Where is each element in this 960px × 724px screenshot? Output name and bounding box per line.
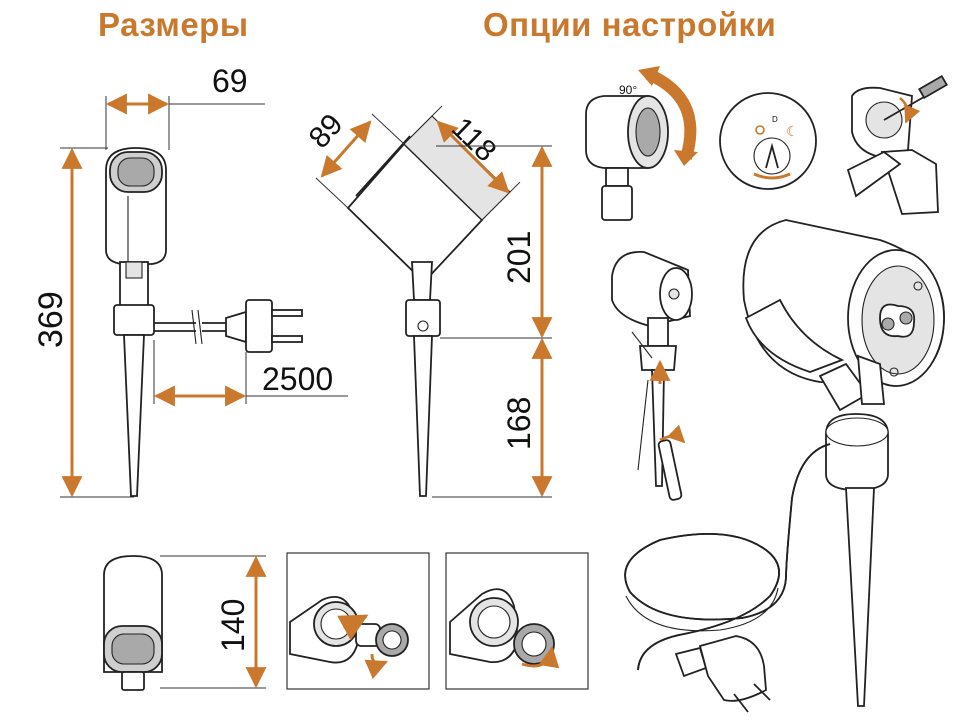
tilt-90-illustration: 90°: [585, 66, 698, 221]
dimensions-heading: Размеры: [98, 6, 249, 43]
dim-housing-label: 140: [215, 599, 251, 652]
options-heading: Опции настройки: [483, 6, 777, 43]
adjust-arrow-icon: [899, 97, 921, 124]
dim-width-label: 69: [212, 63, 248, 99]
side-view-drawing: 89 118 201 168: [303, 105, 553, 498]
dim-cable-label: 2500: [262, 361, 333, 397]
sun-icon: [755, 125, 765, 135]
dim-arrow-head-length: [436, 120, 510, 194]
dim-upper-height-label: 201: [501, 231, 537, 284]
screwdriver-adjust-illustration: [846, 74, 948, 215]
ring-rotate-panel: [445, 552, 589, 690]
rotation-angle-label: 90°: [619, 83, 637, 97]
dim-head-side-label: 89: [303, 108, 350, 155]
lens-arrow-icon: [337, 614, 369, 641]
assembly-step-illustration: [611, 251, 693, 501]
housing-drawing: 140: [103, 555, 267, 691]
dim-arrow-head-side: [320, 120, 372, 178]
moon-icon: ☾: [786, 124, 799, 140]
rotate-arrow-icon: [364, 653, 388, 680]
lamp-3d-illustration: [624, 219, 945, 713]
ring-rotate-arrow-icon: [521, 645, 560, 669]
tilt-arrow-icon: [645, 68, 697, 160]
dim-spike-height-label: 168: [501, 397, 537, 450]
front-view-drawing: 69 369 2500: [32, 63, 348, 498]
dim-height-label: 369: [32, 291, 70, 348]
sensor-dial-illustration: ☾ D: [719, 92, 817, 190]
twist-arrow-icon: [659, 424, 686, 444]
sensor-label: D: [772, 115, 778, 124]
dial-arc-icon: [753, 172, 791, 180]
lens-replace-panel: [286, 552, 430, 690]
